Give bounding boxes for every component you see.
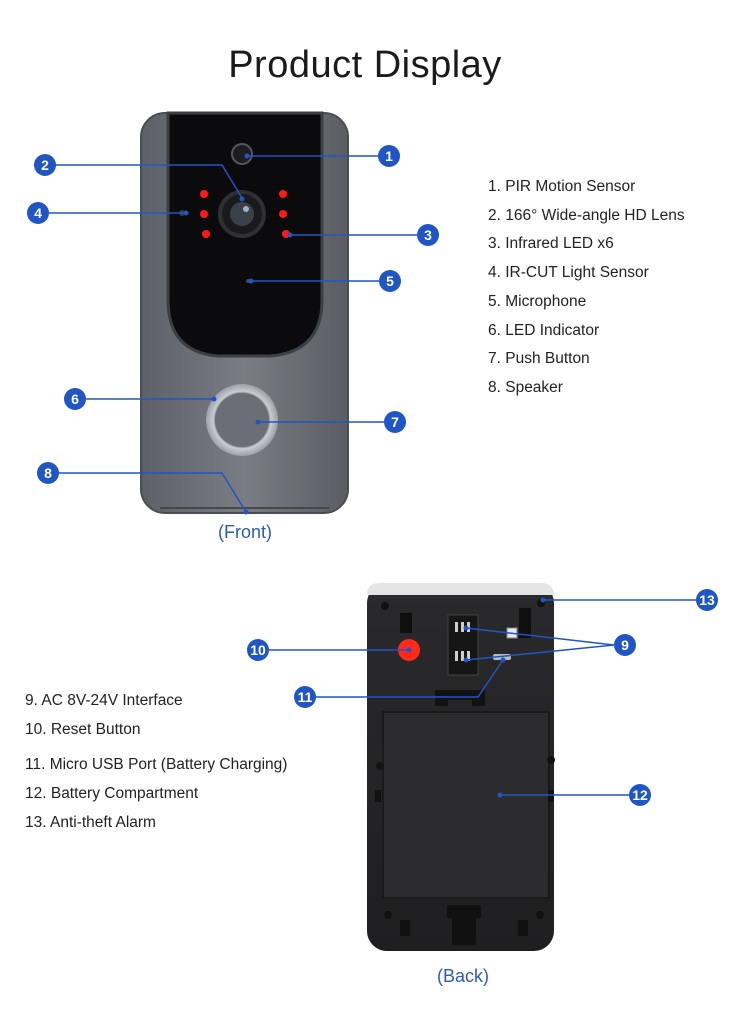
svg-text:7: 7 <box>391 414 399 430</box>
badge-1: 1 <box>378 145 400 167</box>
svg-text:4: 4 <box>34 205 42 221</box>
badge-12: 12 <box>629 784 651 806</box>
front-feature-item: 3. Infrared LED x6 <box>488 235 614 252</box>
back-feature-item: 9. AC 8V-24V Interface <box>25 692 183 709</box>
svg-text:2: 2 <box>41 157 49 173</box>
front-feature-item: 7. Push Button <box>488 350 590 367</box>
badge-7: 7 <box>384 411 406 433</box>
badge-5: 5 <box>379 270 401 292</box>
front-feature-item: 6. LED Indicator <box>488 322 600 339</box>
back-leader-dots <box>406 597 546 798</box>
back-feature-item: 10. Reset Button <box>25 721 141 738</box>
badge-8: 8 <box>37 462 59 484</box>
back-feature-item: 11. Micro USB Port (Battery Charging) <box>25 756 288 773</box>
front-leader-lines <box>38 155 428 513</box>
page-title: Product Display <box>228 44 502 86</box>
svg-text:9: 9 <box>621 637 629 653</box>
front-feature-item: 2. 166° Wide-angle HD Lens <box>488 207 685 224</box>
svg-text:5: 5 <box>386 273 394 289</box>
front-feature-item: 1. PIR Motion Sensor <box>488 178 636 195</box>
svg-text:13: 13 <box>699 592 715 608</box>
doorbell-front <box>140 111 349 514</box>
svg-text:8: 8 <box>44 465 52 481</box>
front-feature-item: 5. Microphone <box>488 293 587 310</box>
svg-text:3: 3 <box>424 227 432 243</box>
front-badges: 1 2 3 4 5 6 7 8 <box>27 145 439 484</box>
back-badges: 9 10 11 12 13 <box>247 589 718 806</box>
back-feature-item: 13. Anti-theft Alarm <box>25 814 156 831</box>
svg-text:12: 12 <box>632 787 648 803</box>
badge-2: 2 <box>34 154 56 176</box>
svg-text:10: 10 <box>250 642 266 658</box>
back-leader-lines <box>258 599 707 796</box>
svg-text:6: 6 <box>71 391 79 407</box>
badge-3: 3 <box>417 224 439 246</box>
svg-text:11: 11 <box>298 689 313 705</box>
badge-11: 11 <box>294 686 316 708</box>
badge-4: 4 <box>27 202 49 224</box>
pir-sensor <box>231 143 253 165</box>
badge-6: 6 <box>64 388 86 410</box>
front-feature-item: 4. IR-CUT Light Sensor <box>488 264 649 281</box>
doorbell-back <box>367 583 555 951</box>
back-caption: (Back) <box>436 966 489 986</box>
badge-9: 9 <box>614 634 636 656</box>
ir-leds <box>200 190 290 238</box>
front-caption: (Front) <box>218 522 272 542</box>
front-feature-item: 8. Speaker <box>488 379 563 396</box>
svg-text:1: 1 <box>385 148 393 164</box>
badge-10: 10 <box>247 639 269 661</box>
push-button <box>215 393 269 447</box>
badge-13: 13 <box>696 589 718 611</box>
front-leader-dots <box>183 153 293 515</box>
back-feature-item: 12. Battery Compartment <box>25 785 199 802</box>
battery-compartment <box>382 711 550 899</box>
